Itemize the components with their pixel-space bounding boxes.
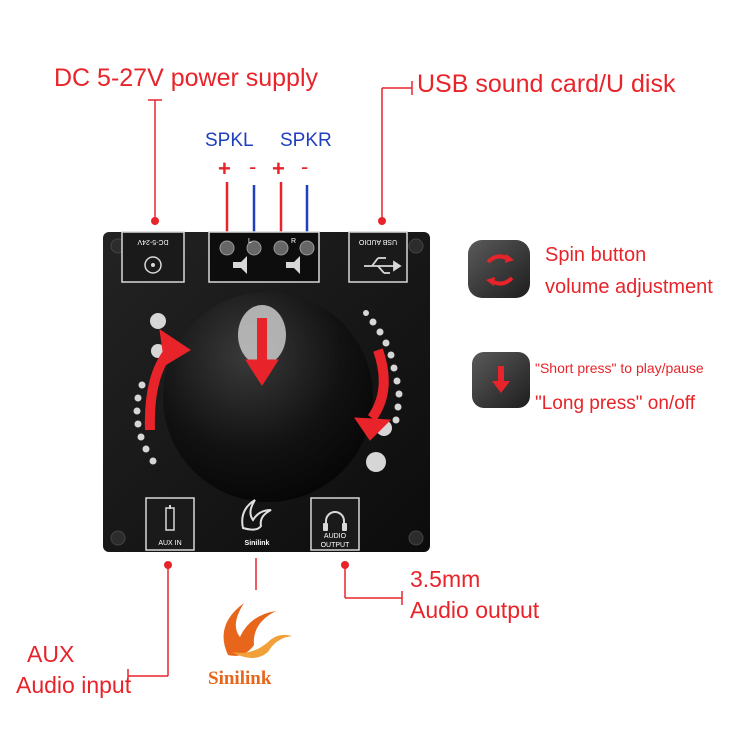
spkl-minus: - (249, 154, 257, 179)
dc-jack-icon (144, 256, 162, 274)
output-dot (341, 561, 349, 569)
audio-output-label: Audio output (410, 597, 540, 623)
spkr-plus: + (272, 156, 285, 181)
mount-hole-bl (110, 530, 126, 546)
usb-label: USB AUDIO (358, 238, 397, 245)
spkl-plus: + (218, 156, 231, 181)
led-indicators-right (363, 310, 403, 472)
spin-button-illustration (468, 240, 530, 298)
usb-label-callout: USB sound card/U disk (417, 70, 676, 98)
power-supply-label: DC 5-27V power supply (54, 64, 319, 92)
power-dot (151, 217, 159, 225)
terminal-screw-1 (219, 240, 235, 256)
press-button-illustration (472, 352, 530, 408)
audio-output-port: AUDIO OUTPUT (310, 497, 360, 551)
aux-dot (164, 561, 172, 569)
aux-label: AUX (27, 641, 75, 667)
spkl-label: SPKL (205, 130, 254, 151)
press-down-icon (498, 366, 504, 382)
press-arrow-shaft (257, 318, 267, 363)
spkr-minus: - (301, 154, 309, 179)
board-arrows (144, 318, 392, 441)
leader-lines (127, 81, 413, 683)
leader-dots (151, 217, 386, 569)
brand-name: Sinilink (208, 668, 272, 689)
dc-label: DC-5-24V (137, 238, 168, 245)
brand-flame-icon (223, 603, 276, 656)
spkr-label: SPKR (280, 130, 332, 151)
board-brand-text: Sinilink (245, 540, 270, 547)
volume-adjust-label: volume adjustment (545, 276, 713, 298)
curved-arrow-left-head (159, 328, 191, 366)
brand-logo (223, 603, 292, 658)
audio-out-label-1: AUDIO (324, 533, 347, 540)
right-speaker-label: R (291, 238, 296, 245)
press-arrow-head (245, 359, 279, 386)
terminal-screw-4 (299, 240, 315, 256)
speaker-left-icon (233, 256, 247, 274)
usb-dot (378, 217, 386, 225)
left-speaker-label: L (248, 238, 252, 245)
terminal-screw-2 (246, 240, 262, 256)
volume-knob (163, 292, 373, 502)
short-press-label: "Short press" to play/pause (535, 360, 704, 376)
amplifier-board: DC-5-24V L R USB AUDIO (103, 231, 430, 552)
speaker-wires (225, 182, 309, 240)
usb-icon (364, 257, 402, 274)
audio-input-label: Audio input (16, 672, 132, 698)
spin-button-label: Spin button (545, 244, 647, 266)
dc-jack: DC-5-24V (121, 231, 185, 283)
mount-hole-br (408, 530, 424, 546)
speaker-right-icon (286, 256, 300, 274)
mount-hole-tr (408, 238, 424, 254)
audio-out-label-2: OUTPUT (321, 542, 351, 549)
headphone-icon (325, 511, 345, 527)
curved-arrow-right-head (354, 417, 392, 441)
aux-in-port: AUX IN (145, 497, 195, 551)
terminal-screw-3 (273, 240, 289, 256)
output-size-label: 3.5mm (410, 566, 481, 592)
board-brand-logo: Sinilink (241, 499, 272, 547)
speaker-terminals: L R (208, 231, 320, 283)
aux-board-label: AUX IN (158, 540, 181, 547)
long-press-label: "Long press" on/off (535, 393, 695, 414)
curved-arrow-right (367, 348, 389, 421)
usb-port: USB AUDIO (348, 231, 408, 283)
